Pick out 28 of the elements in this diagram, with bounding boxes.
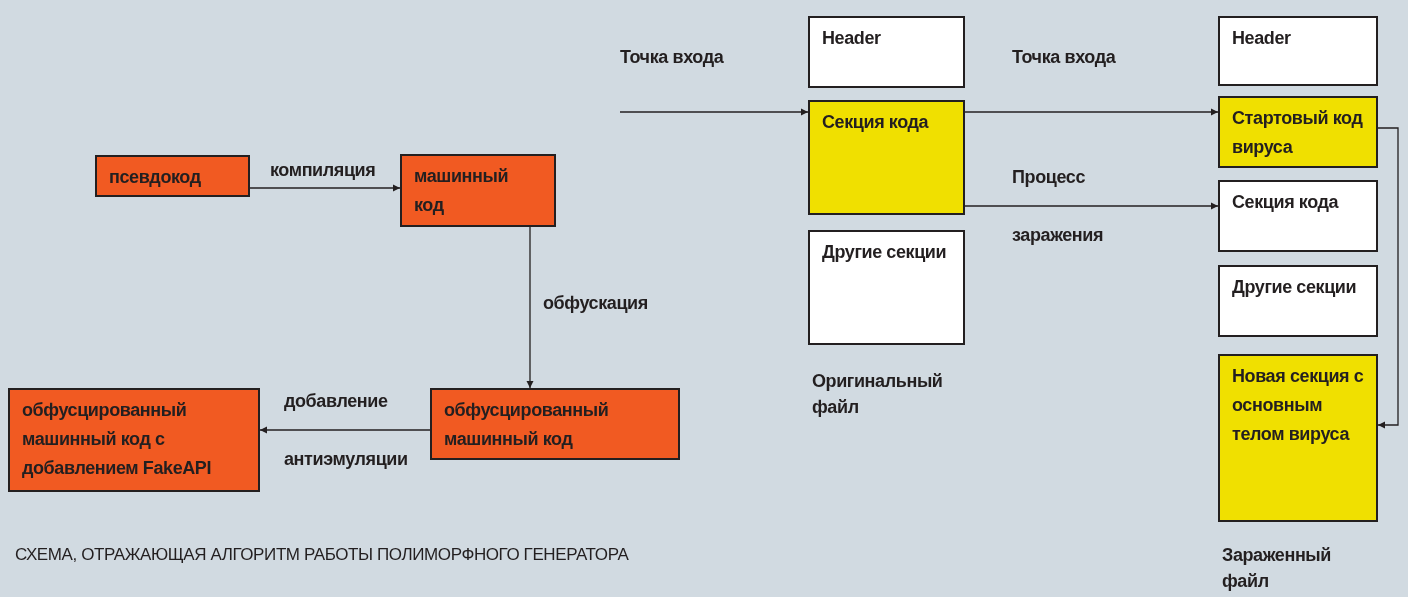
process-box: Секция кода (1218, 180, 1378, 252)
edge-label: обфускация (543, 292, 648, 315)
arrow (249, 184, 401, 192)
process-box: обфусцированный машинный код (430, 388, 680, 460)
caption-text: Зараженный файл (1222, 544, 1332, 593)
process-box: Новая секция с основным телом вируса (1218, 354, 1378, 522)
arrow (964, 108, 1219, 116)
arrow (619, 108, 809, 116)
arrow (1377, 127, 1399, 429)
caption-text: Оригинальный файл (812, 370, 944, 419)
arrow (964, 202, 1219, 210)
arrow (526, 226, 534, 389)
edge-label: Процесс заражения (1012, 166, 1104, 247)
process-box: Header (1218, 16, 1378, 86)
process-box: псевдокод (95, 155, 250, 197)
edge-label: добавление антиэмуляции (284, 390, 408, 471)
process-box: машинный код (400, 154, 556, 227)
process-box: обфусцированный машинный код с добавлением FakeAPI (8, 388, 260, 492)
process-box: Другие секции (808, 230, 965, 345)
process-box: Другие секции (1218, 265, 1378, 337)
process-box: Стартовый код вируса (1218, 96, 1378, 168)
edge-label: компиляция (270, 159, 376, 182)
arrow (259, 426, 431, 434)
process-box: Header (808, 16, 965, 88)
process-box: Секция кода (808, 100, 965, 215)
edge-label: Точка входа (1012, 46, 1116, 69)
caption: СХЕМА, ОТРАЖАЮЩАЯ АЛГОРИТМ РАБОТЫ ПОЛИМОРФНОГО ГЕНЕРАТОРА (15, 544, 629, 566)
edge-label: Точка входа (620, 46, 724, 69)
